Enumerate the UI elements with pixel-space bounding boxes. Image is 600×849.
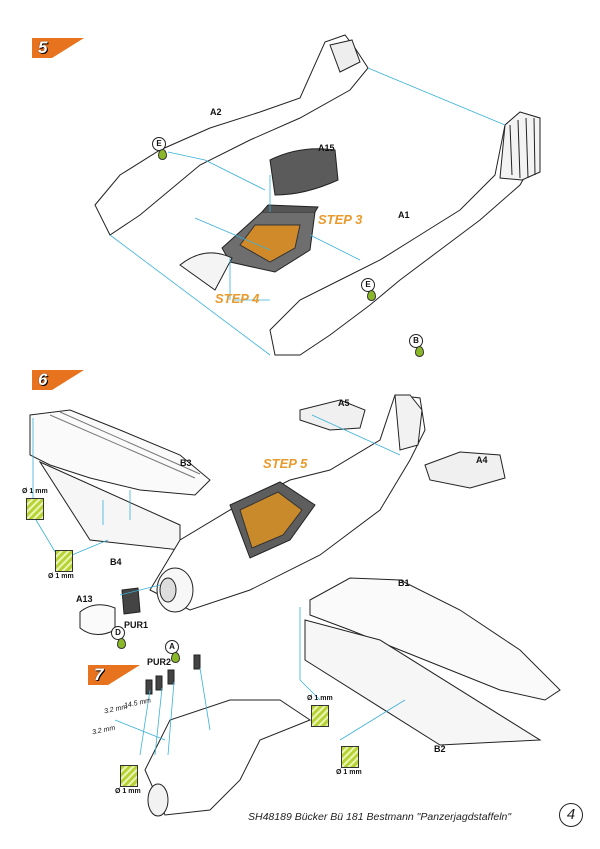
stabilizer-a5 [299,399,366,431]
step-badge-6: 6 [32,370,84,390]
drill-hole-icon [120,765,138,787]
part-label-pur2: PUR2 [147,657,172,667]
glue-marker-d: D [111,626,125,640]
drill-hole-icon [341,746,359,768]
step-ref-4: STEP 4 [215,291,260,306]
drill-hole-icon [311,705,329,727]
part-label-b4: B4 [110,557,122,567]
step-ref-5: STEP 5 [263,456,308,471]
drill-label: Ø 1 mm [307,695,333,702]
glue-drop-icon [171,652,180,663]
stabilizer-a4 [424,451,506,489]
drill-label: Ø 1 mm [115,788,141,795]
step-badge-5: 5 [32,38,84,58]
footer-title: SH48189 Bücker Bü 181 Bestmann "Panzerja… [248,811,512,823]
part-label-a15: A15 [318,143,335,153]
step-number: 7 [94,665,104,684]
glue-drop-icon [117,638,126,649]
seat-back-a15 [269,148,339,196]
drill-label: Ø 1 mm [22,488,48,495]
glue-drop-icon [367,290,376,301]
part-label-a5: A5 [338,398,350,408]
part-label-a13: A13 [76,594,93,604]
step-number: 6 [38,370,48,389]
drill-label: Ø 1 mm [48,573,74,580]
spinner-a13 [79,604,116,635]
part-label-pur1: PUR1 [124,620,149,630]
part-pur1 [121,587,141,615]
drill-hole-icon [26,498,44,520]
step-badge-7: 7 [88,665,140,685]
instrument-panel [179,252,233,291]
nose-cowling-step7 [144,699,312,816]
step-number: 5 [38,38,48,57]
part-label-b2: B2 [434,744,446,754]
part-label-a2: A2 [210,107,222,117]
wing-b1 [309,577,561,701]
part-label-a4: A4 [476,455,488,465]
part-label-b1: B1 [398,578,410,588]
fuselage-half-a2 [94,34,369,236]
page-number: 4 [559,803,583,827]
glue-drop-icon [158,149,167,160]
wing-b3 [29,409,211,496]
drill-hole-icon [55,550,73,572]
glue-drop-icon [415,346,424,357]
part-label-b3: B3 [180,458,192,468]
drill-label: Ø 1 mm [336,769,362,776]
step-ref-3: STEP 3 [318,212,363,227]
part-label-a1: A1 [398,210,410,220]
